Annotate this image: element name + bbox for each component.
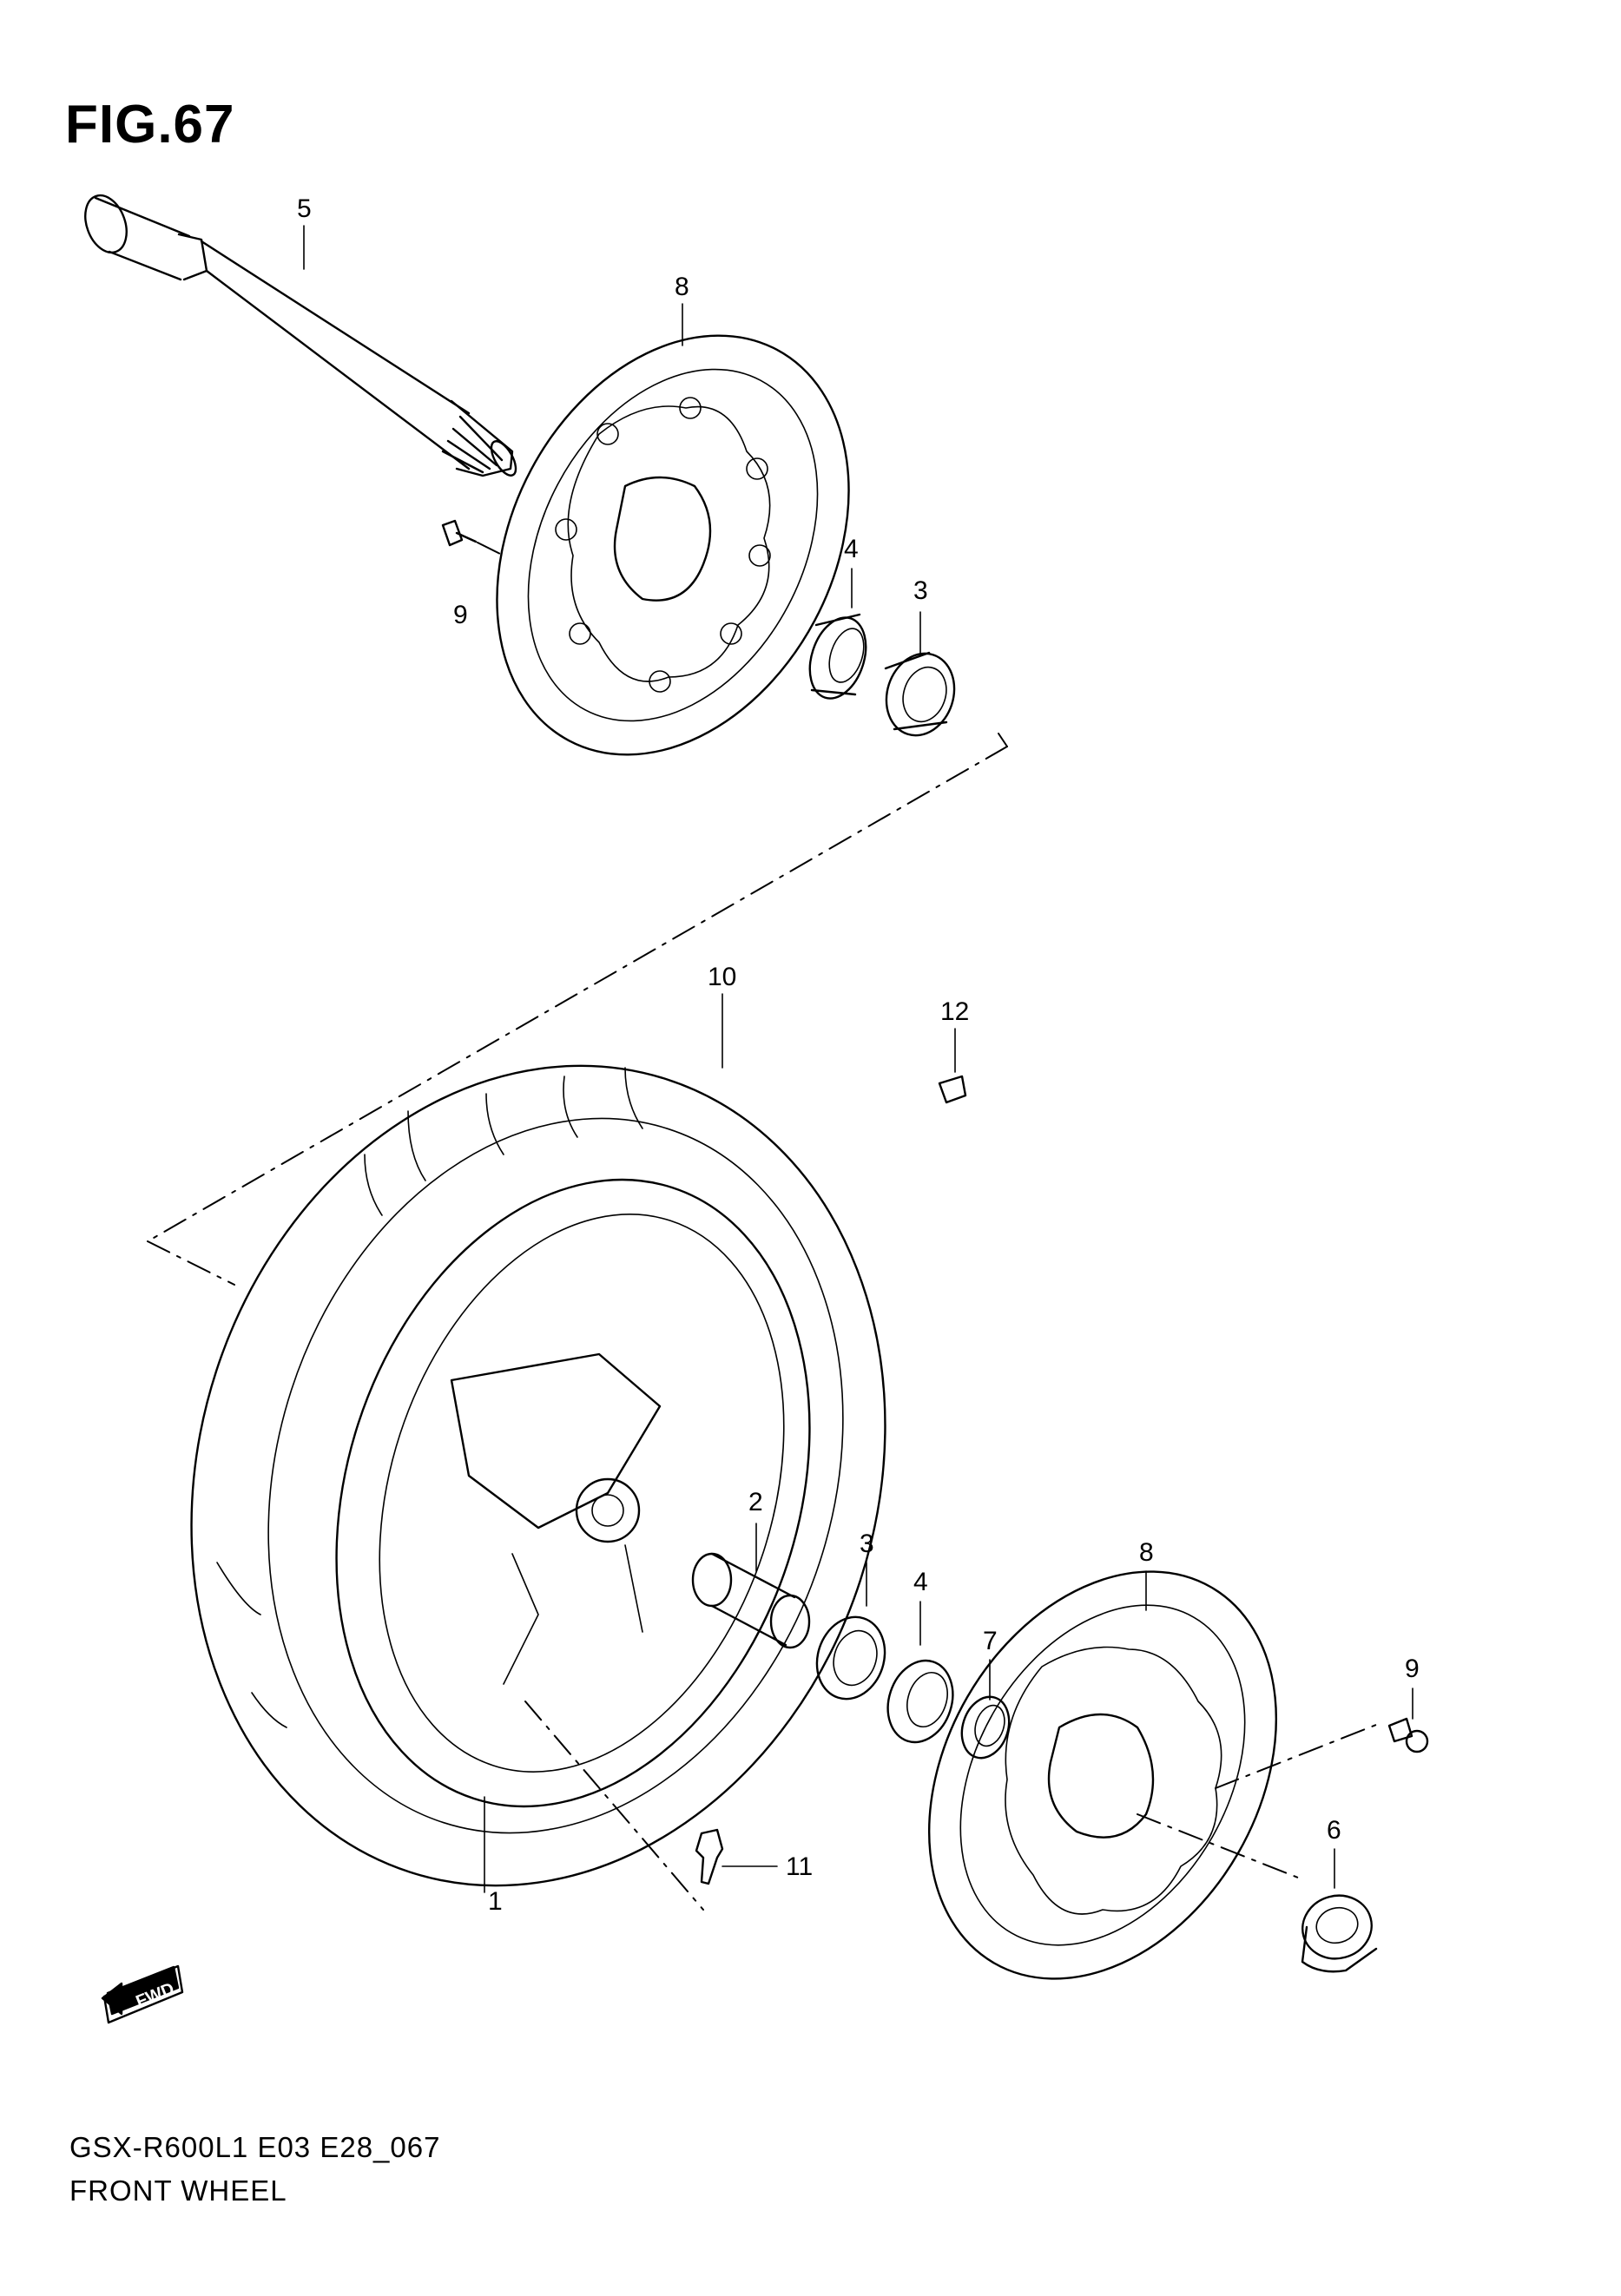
- spacer-part: [691, 1552, 811, 1649]
- callout-12: 12: [940, 997, 969, 1026]
- bearing-upper-part: [884, 651, 956, 737]
- callout-8-upper: 8: [675, 273, 689, 301]
- callout-4-lower: 4: [913, 1568, 928, 1596]
- callout-5: 5: [297, 194, 312, 223]
- figure-title: FIG.67: [65, 95, 235, 155]
- callout-10: 10: [708, 963, 736, 991]
- brake-disc-lower-part: [927, 1570, 1278, 1980]
- callout-9-upper: 9: [453, 601, 468, 629]
- callout-11: 11: [786, 1852, 813, 1881]
- forward-direction-arrow-icon: FWD: [101, 1964, 184, 2024]
- axle-collar-part: [1301, 1894, 1378, 1973]
- diagram-code: GSX-R600L1 E03 E28_067: [69, 2131, 441, 2163]
- diagram-name: FRONT WHEEL: [69, 2174, 287, 2207]
- callout-7: 7: [983, 1627, 998, 1655]
- front-axle-part: [84, 194, 517, 477]
- disc-bolt-upper-part: [441, 519, 504, 556]
- callout-6: 6: [1327, 1816, 1341, 1845]
- retainer-ring-part: [960, 1695, 1011, 1760]
- brake-disc-upper-part: [496, 334, 850, 756]
- oil-seal-lower-part: [886, 1659, 954, 1744]
- disc-bolt-lower-part: [1387, 1717, 1429, 1753]
- callout-2: 2: [748, 1488, 763, 1516]
- tire-valve-part: [695, 1828, 778, 1885]
- callout-9-lower: 9: [1405, 1655, 1420, 1683]
- callout-3-upper: 3: [913, 576, 928, 605]
- callout-4-upper: 4: [844, 535, 859, 563]
- balance-weight-part: [938, 1075, 967, 1104]
- callout-8-lower: 8: [1139, 1538, 1154, 1567]
- tire-part: [190, 1064, 886, 1887]
- wheel-rim-part: [335, 1178, 811, 1808]
- bearing-lower-part: [815, 1615, 886, 1701]
- callout-1: 1: [488, 1887, 503, 1916]
- oil-seal-upper-part: [808, 613, 867, 700]
- callout-3-lower: 3: [860, 1530, 874, 1558]
